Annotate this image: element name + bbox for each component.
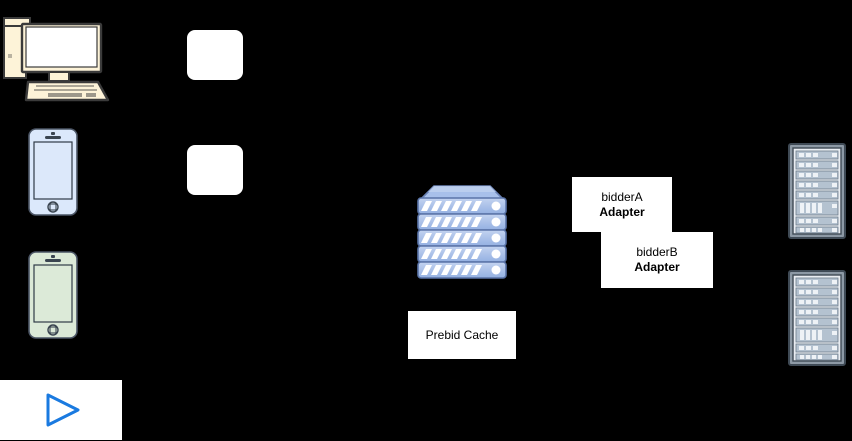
bidder-b-role: Adapter: [634, 260, 680, 274]
smartphone-svg: [28, 251, 78, 339]
smartphone-green-icon: [27, 250, 79, 340]
smartphone-blue-icon: [27, 127, 79, 217]
bidder-a-adapter-box[interactable]: bidderA Adapter: [572, 177, 672, 232]
prebid-cache-label: Prebid Cache: [425, 327, 499, 342]
bidder-b-name: bidderB: [636, 245, 678, 259]
bidder-server-rack-2-icon: [788, 270, 846, 366]
server-stack-svg: [417, 185, 507, 279]
bidder-b-adapter-box[interactable]: bidderB Adapter: [601, 232, 713, 288]
desktop-computer-icon: [2, 12, 114, 104]
server-rack-svg: [788, 270, 846, 366]
bidder-server-rack-1-icon: [788, 143, 846, 239]
play-triangle-icon[interactable]: [39, 391, 83, 429]
desktop-computer-svg: [3, 17, 110, 102]
video-player-box[interactable]: [0, 380, 122, 440]
bidder-a-name: bidderA: [601, 189, 643, 204]
prebid-server-stack-icon: [412, 168, 512, 280]
server-rack-svg: [788, 143, 846, 239]
prebid-cache-box[interactable]: Prebid Cache: [408, 311, 516, 359]
placeholder-box-2[interactable]: [187, 145, 243, 195]
placeholder-box-1[interactable]: [187, 30, 243, 80]
bidder-a-role: Adapter: [599, 204, 645, 219]
smartphone-svg: [28, 128, 78, 216]
